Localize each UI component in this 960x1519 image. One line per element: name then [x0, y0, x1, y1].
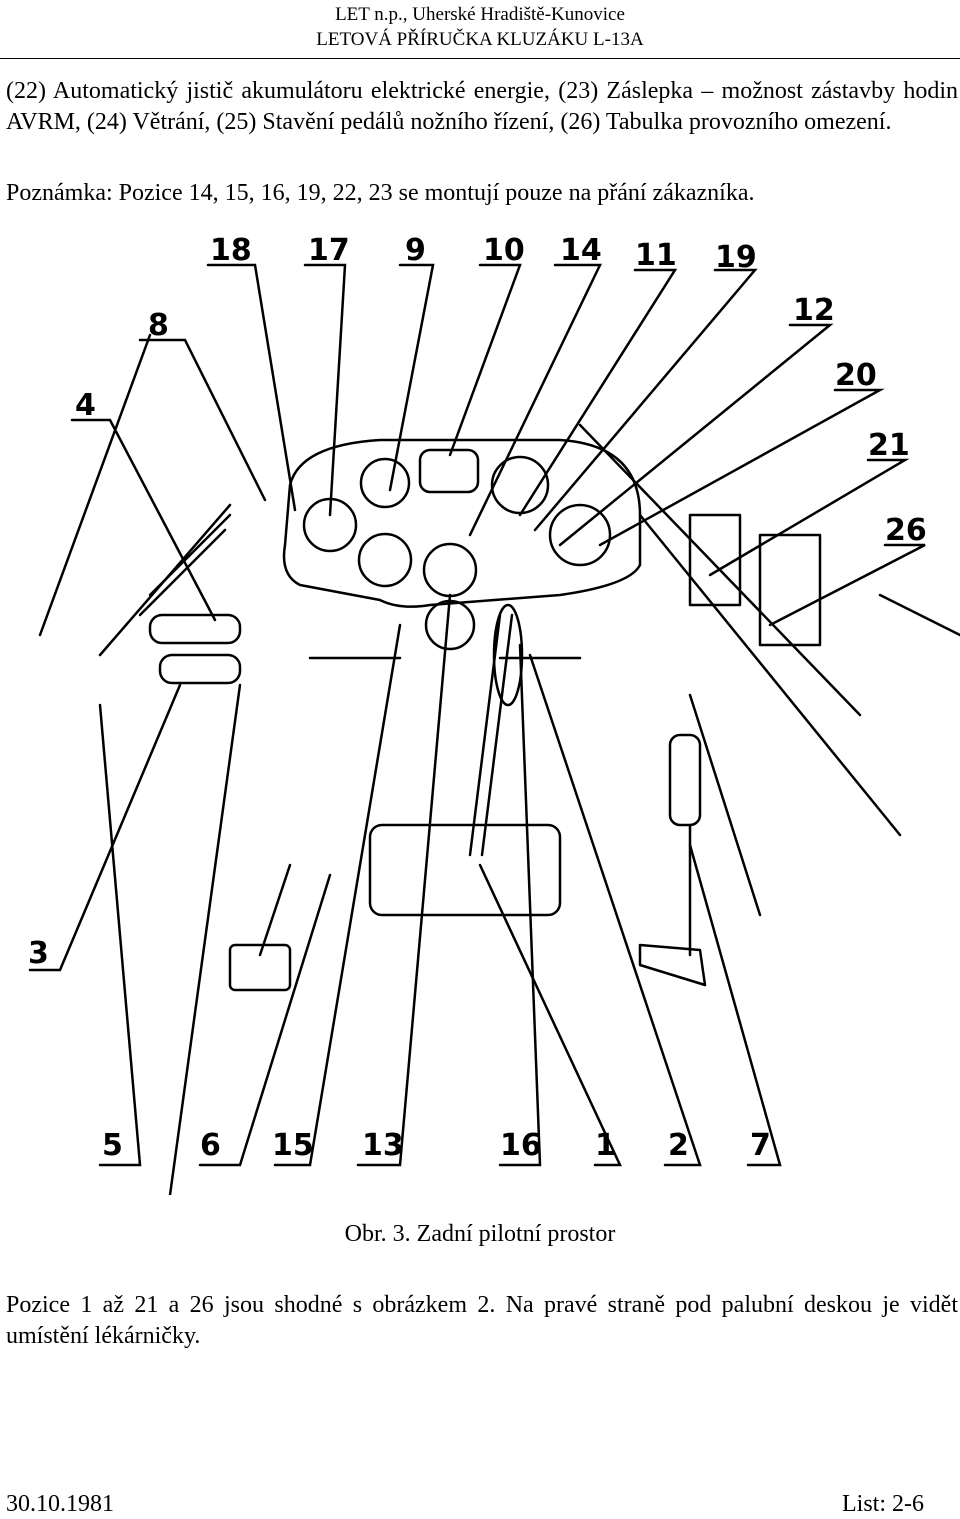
callout-label: 15 [272, 1128, 314, 1163]
callout-label: 9 [405, 233, 426, 268]
header-title: LETOVÁ PŘÍRUČKA KLUZÁKU L-13A [316, 29, 644, 50]
leader-13 [356, 593, 452, 1167]
leader-12 [558, 323, 834, 547]
callout-label: 3 [28, 936, 49, 971]
leader-18 [206, 263, 297, 512]
control-stick [480, 613, 514, 857]
leader-19 [533, 268, 758, 532]
floor-line [168, 683, 242, 1195]
right-cylinder [668, 733, 702, 827]
right-wall-line [878, 593, 960, 637]
leader-8 [138, 338, 267, 502]
stick-grip [492, 603, 524, 707]
gauge [548, 503, 612, 567]
left-grip [148, 613, 242, 645]
instrument-panel [282, 438, 642, 608]
page-header: LET n.p., Uherské Hradiště-Kunovice LETO… [0, 2, 960, 52]
control-stick [468, 613, 502, 857]
callout-label: 16 [500, 1128, 542, 1163]
callout-label: 20 [835, 358, 877, 393]
leader-14 [468, 263, 602, 537]
gauge [357, 532, 413, 588]
right-panel [688, 513, 742, 607]
right-panel [758, 533, 822, 647]
callout-label: 8 [148, 308, 169, 343]
leader-20 [598, 388, 885, 547]
footer-date: 30.10.1981 [6, 1491, 114, 1517]
leader-11 [518, 268, 678, 517]
left-wall-line [38, 333, 152, 637]
gauge [359, 457, 411, 509]
side-lever-base [228, 943, 292, 992]
leader-5 [98, 703, 142, 1167]
leader-9 [388, 263, 435, 492]
leader-16 [498, 643, 542, 1167]
left-panel-slot [138, 528, 227, 617]
leader-1 [478, 863, 622, 1167]
callout-label: 7 [750, 1128, 771, 1163]
intro-paragraph: (22) Automatický jistič akumulátoru elek… [6, 78, 958, 135]
note-paragraph: Poznámka: Pozice 14, 15, 16, 19, 22, 23 … [6, 180, 755, 206]
callout-label: 26 [885, 513, 927, 548]
figure-caption: Obr. 3. Zadní pilotní prostor [344, 1221, 616, 1247]
callout-label: 10 [483, 233, 525, 268]
floor-line [688, 693, 762, 917]
footer-page-number: List: 2-6 [842, 1491, 924, 1517]
leader-21 [708, 458, 910, 577]
right-wall-line [638, 513, 902, 837]
callout-label: 19 [715, 240, 757, 275]
gauge [418, 448, 480, 494]
leader-7 [688, 843, 782, 1167]
leader-10 [448, 263, 522, 457]
right-bracket [638, 943, 707, 987]
callout-label: 13 [362, 1128, 404, 1163]
gauge [422, 542, 478, 598]
body-paragraph: Pozice 1 až 21 a 26 jsou shodné s obrázk… [6, 1292, 958, 1349]
callout-label: 4 [75, 388, 96, 423]
stick-base-plate [368, 823, 562, 917]
callout-label: 5 [102, 1128, 123, 1163]
cockpit-drawing: 18 17 9 10 14 11 19 12 8 20 4 21 26 3 5 … [28, 233, 960, 1195]
leader-3 [28, 683, 182, 972]
callout-label: 14 [560, 233, 602, 268]
callout-label: 21 [868, 428, 910, 463]
callout-label: 2 [668, 1128, 689, 1163]
callout-label: 17 [308, 233, 350, 268]
side-lever [258, 863, 292, 957]
callout-label: 18 [210, 233, 252, 268]
callout-label: 6 [200, 1128, 221, 1163]
leader-15 [273, 623, 402, 1167]
callout-label: 1 [595, 1128, 616, 1163]
callout-label: 12 [793, 293, 835, 328]
leader-17 [303, 263, 347, 517]
header-company: LET n.p., Uherské Hradiště-Kunovice [335, 4, 625, 25]
leader-26 [768, 543, 926, 627]
header-divider [0, 58, 960, 59]
leader-6 [198, 873, 332, 1167]
left-grip [158, 653, 242, 685]
leader-4 [70, 418, 217, 622]
leader-2 [528, 653, 702, 1167]
left-panel-slot [148, 513, 232, 597]
callout-label: 11 [635, 238, 677, 273]
